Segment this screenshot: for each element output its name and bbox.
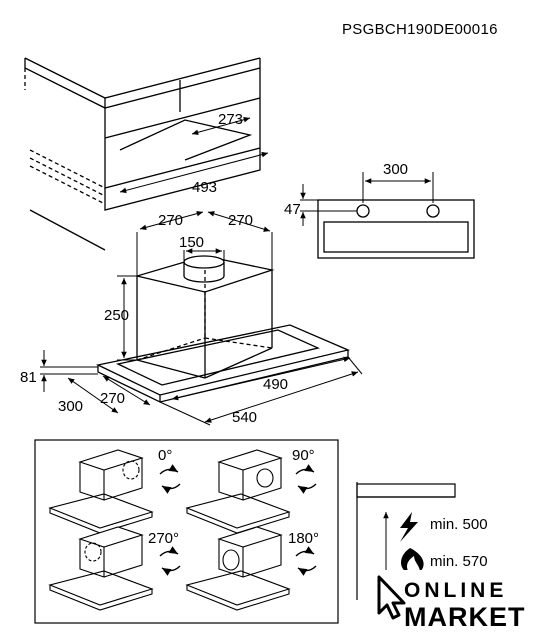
rotate-arrows-icon <box>159 464 181 494</box>
rotation-label-180: 180° <box>288 530 319 547</box>
base-width-inner-dimension-line <box>171 356 351 401</box>
rotation-label-270: 270° <box>148 530 179 547</box>
base-width-outer-dimension-line <box>204 371 359 423</box>
hood-height-value: 250 <box>104 307 129 324</box>
rotation-option-0 <box>48 449 154 534</box>
watermark-line-1: ONLINE <box>404 579 507 602</box>
cabinet-drawing <box>24 57 261 251</box>
hood-top-left-value: 270 <box>158 212 183 229</box>
base-depth-inner-value: 270 <box>100 390 125 407</box>
hood-drawing <box>40 232 363 426</box>
rotation-option-270 <box>48 526 154 611</box>
cabinet-width-dimension-line <box>119 151 269 194</box>
clearance-gas-value: min. 570 <box>430 553 488 570</box>
clearance-drawing <box>356 482 456 600</box>
lightning-icon <box>400 512 418 542</box>
rotate-arrows-icon <box>295 546 317 576</box>
front-offset-value: 47 <box>284 201 301 218</box>
base-depth-outer-dimension-line <box>67 377 119 414</box>
cabinet-depth-dimension-line <box>191 116 251 136</box>
document-code: PSGBCH190DE00016 <box>342 21 498 38</box>
rotation-option-90 <box>185 449 291 534</box>
rotation-label-0: 0° <box>158 447 172 464</box>
rotate-arrows-icon <box>159 546 181 576</box>
front-view-drawing <box>300 172 475 259</box>
front-spacing-value: 300 <box>383 161 408 178</box>
hood-top-right-dimension-line <box>207 211 271 232</box>
base-width-outer-value: 540 <box>232 409 257 426</box>
hood-top-left-dimension-line <box>139 210 204 231</box>
watermark-line-2: MARKET <box>404 602 526 632</box>
rotation-label-90: 90° <box>292 447 315 464</box>
hood-top-right-value: 270 <box>228 212 253 229</box>
cabinet-width-value: 493 <box>192 179 217 196</box>
base-depth-inner-dimension-line <box>102 375 151 406</box>
base-width-inner-value: 490 <box>263 376 288 393</box>
flame-icon <box>401 548 424 574</box>
collar-value: 150 <box>179 234 204 251</box>
rotate-arrows-icon <box>295 464 317 494</box>
clearance-electric-value: min. 500 <box>430 516 488 533</box>
base-depth-outer-value: 300 <box>58 398 83 415</box>
base-height-value: 81 <box>20 369 37 386</box>
rotation-option-180 <box>185 526 291 611</box>
cursor-icon <box>377 575 406 620</box>
cabinet-depth-value: 273 <box>218 111 243 128</box>
